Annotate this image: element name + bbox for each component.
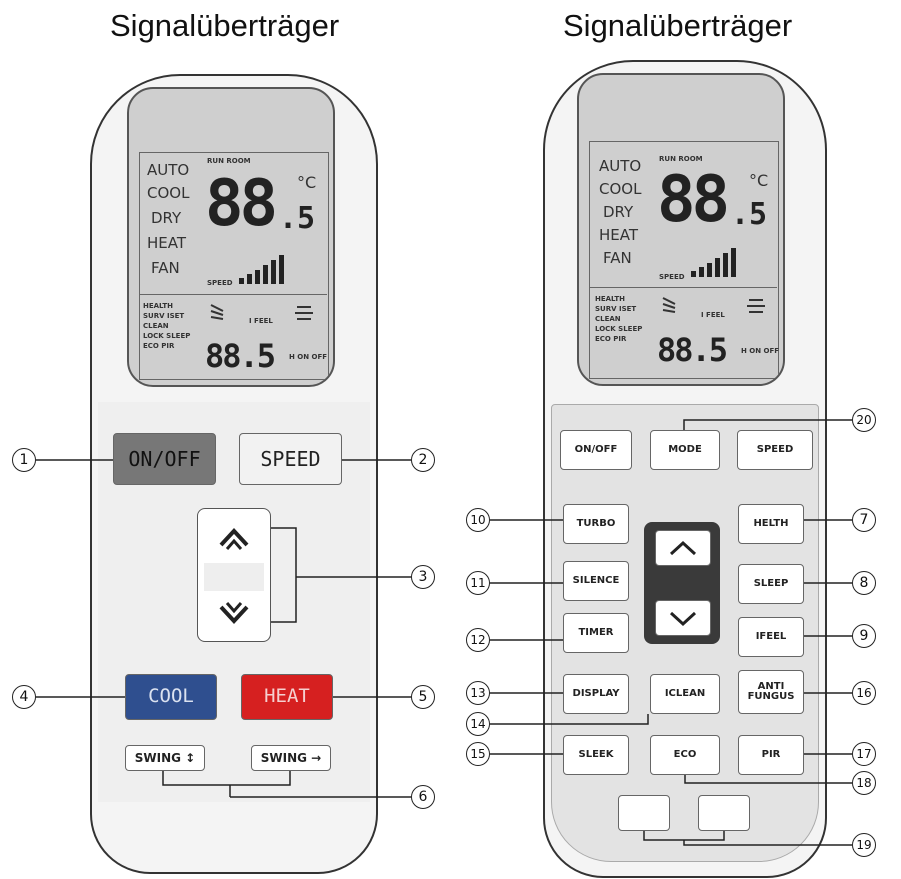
callout-5: 5	[411, 685, 435, 709]
callout-4: 4	[12, 685, 36, 709]
lcd-speed-bars-icon	[691, 248, 736, 277]
callout-7: 7	[852, 508, 876, 532]
right-eco-button[interactable]: ECO	[650, 735, 720, 775]
left-lcd-display: AUTO COOL DRY HEAT FAN RUN ROOM 88 .5 °C…	[127, 87, 335, 387]
lcd-speed-label: SPEED	[207, 279, 233, 287]
callout-9: 9	[852, 624, 876, 648]
lcd-temperature-decimal: .5	[731, 197, 768, 232]
callout-20: 20	[852, 408, 876, 432]
callout-13: 13	[466, 681, 490, 705]
right-blank-button-left[interactable]	[618, 795, 670, 831]
lcd-temperature-decimal: .5	[279, 201, 316, 236]
left-cool-button[interactable]: COOL	[125, 674, 217, 720]
lcd-timer-suffix: H ON OFF	[289, 353, 328, 361]
callout-12: 12	[466, 628, 490, 652]
callout-3: 3	[411, 565, 435, 589]
left-down-button[interactable]	[204, 592, 264, 636]
left-heat-button[interactable]: HEAT	[241, 674, 333, 720]
lcd-timer-suffix: H ON OFF	[741, 347, 780, 355]
callout-19: 19	[852, 833, 876, 857]
right-blank-button-right[interactable]	[698, 795, 750, 831]
lcd-temperature-unit: °C	[297, 173, 317, 192]
right-bottom-left-button[interactable]: SLEEK	[563, 735, 629, 775]
lcd-swing-icon	[210, 304, 313, 320]
left-onoff-button[interactable]: ON/OFF	[113, 433, 216, 485]
up-double-chevron-icon	[219, 528, 249, 550]
lcd-top-labels: RUN ROOM	[207, 157, 251, 165]
right-health-button[interactable]: HELTH	[738, 504, 804, 544]
callout-6: 6	[411, 785, 435, 809]
lcd-mode-auto: AUTO	[599, 157, 642, 175]
right-iclean-button[interactable]: ICLEAN	[650, 674, 720, 714]
right-turbo-button[interactable]: TURBO	[563, 504, 629, 544]
right-mode-button[interactable]: MODE	[650, 430, 720, 470]
left-up-button[interactable]	[204, 514, 264, 562]
right-down-button[interactable]	[655, 600, 711, 636]
right-silence-button[interactable]: SILENCE	[563, 561, 629, 601]
lcd-ifeel-label: I FEEL	[701, 311, 725, 319]
right-remote-title: Signalüberträger	[563, 8, 793, 43]
right-onoff-button[interactable]: ON/OFF	[560, 430, 632, 470]
lcd-mode-cool: COOL	[599, 180, 642, 198]
right-speed-button[interactable]: SPEED	[737, 430, 813, 470]
lcd-mode-dry: DRY	[603, 203, 634, 221]
callout-1: 1	[12, 448, 36, 472]
lcd-swing-icon	[662, 297, 765, 313]
lcd-temperature-unit: °C	[749, 171, 769, 190]
right-sleep-button[interactable]: SLEEP	[738, 564, 804, 604]
callout-2: 2	[411, 448, 435, 472]
lcd-temperature-digits: 88	[657, 163, 730, 237]
left-swing-horizontal-button[interactable]: SWING →	[251, 745, 331, 771]
left-rocker-divider	[204, 563, 264, 591]
callout-18: 18	[852, 771, 876, 795]
lcd-speed-bars-icon	[239, 255, 284, 284]
lcd-ifeel-label: I FEEL	[249, 317, 273, 325]
lcd-timer-digits: 88.5	[205, 337, 276, 375]
left-remote-title: Signalüberträger	[110, 8, 340, 43]
callout-10: 10	[466, 508, 490, 532]
right-pir-button[interactable]: PIR	[738, 735, 804, 775]
down-double-chevron-icon	[219, 602, 249, 624]
callout-11: 11	[466, 571, 490, 595]
callout-14: 14	[466, 712, 490, 736]
lcd-mode-fan: FAN	[603, 249, 632, 267]
lcd-mode-fan: FAN	[151, 259, 180, 277]
callout-8: 8	[852, 571, 876, 595]
lcd-mode-dry: DRY	[151, 209, 182, 227]
callout-17: 17	[852, 742, 876, 766]
right-up-button[interactable]	[655, 530, 711, 566]
lcd-temperature-digits: 88	[205, 167, 278, 241]
left-swing-vertical-button[interactable]: SWING ↕	[125, 745, 205, 771]
lcd-speed-label: SPEED	[659, 273, 685, 281]
callout-16: 16	[852, 681, 876, 705]
right-ifeel-button[interactable]: IFEEL	[738, 617, 804, 657]
lcd-mode-heat: HEAT	[599, 226, 639, 244]
chevron-down-icon	[669, 611, 697, 627]
right-timer-button[interactable]: TIMER	[563, 613, 629, 653]
right-antifungus-button[interactable]: ANTI FUNGUS	[738, 670, 804, 714]
lcd-top-labels: RUN ROOM	[659, 155, 703, 163]
lcd-mode-auto: AUTO	[147, 161, 190, 179]
left-speed-button[interactable]: SPEED	[239, 433, 342, 485]
lcd-timer-digits: 88.5	[657, 331, 728, 369]
lcd-mode-heat: HEAT	[147, 234, 187, 252]
lcd-mode-cool: COOL	[147, 184, 190, 202]
right-display-button[interactable]: DISPLAY	[563, 674, 629, 714]
right-lcd-display: AUTO COOL DRY HEAT FAN RUN ROOM 88 .5 °C…	[577, 73, 785, 386]
callout-15: 15	[466, 742, 490, 766]
chevron-up-icon	[669, 540, 697, 556]
